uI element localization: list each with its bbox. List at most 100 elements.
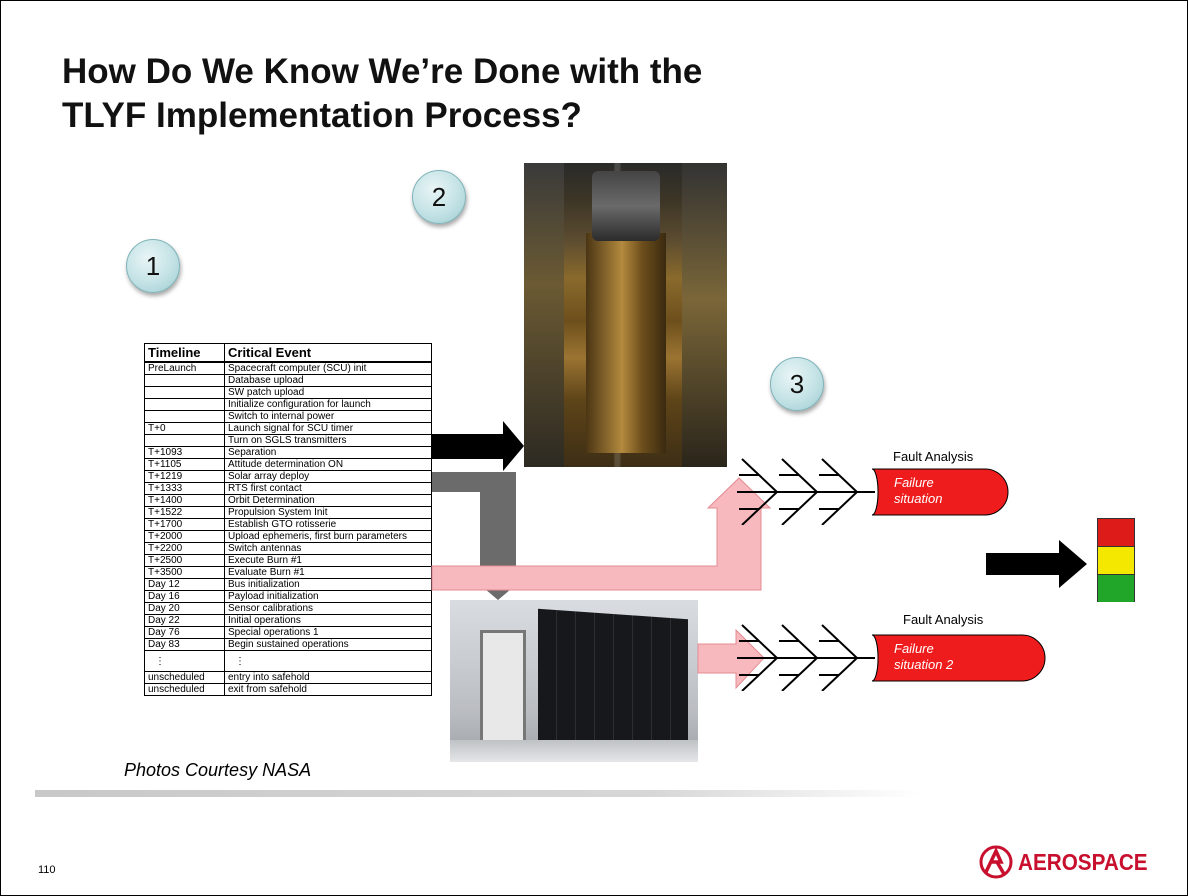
step-bubble-2: 2	[412, 170, 466, 224]
satellite-photo	[524, 163, 727, 467]
timeline-cell: unscheduled	[144, 671, 225, 684]
failure-situation-1-line-2: situation	[894, 491, 943, 506]
critical-event-cell: Sensor calibrations	[224, 602, 432, 615]
timeline-cell: T+2200	[144, 542, 225, 555]
black-arrow-to-traffic-light	[986, 540, 1087, 588]
critical-event-cell: entry into safehold	[224, 671, 432, 684]
traffic-light-indicator	[1097, 518, 1135, 602]
gray-arrow-to-solar-photo	[432, 472, 524, 600]
footer-divider	[35, 790, 920, 797]
column-header-critical-event: Critical Event	[224, 343, 432, 363]
timeline-cell: T+1522	[144, 506, 225, 519]
critical-event-cell: Database upload	[224, 374, 432, 387]
timeline-cell: Day 12	[144, 578, 225, 591]
step-number-1: 1	[145, 250, 161, 281]
timeline-cell: T+2000	[144, 530, 225, 543]
timeline-cell: T+0	[144, 422, 225, 435]
critical-event-cell: Turn on SGLS transmitters	[224, 434, 432, 447]
failure-situation-2-line-2: situation 2	[894, 657, 954, 672]
timeline-cell	[144, 386, 225, 399]
critical-event-cell: Begin sustained operations	[224, 638, 432, 651]
failure-situation-2: Failure situation 2	[894, 641, 953, 673]
timeline-cell: T+1333	[144, 482, 225, 495]
critical-event-cell: Evaluate Burn #1	[224, 566, 432, 579]
title-line-1: How Do We Know We’re Done with the	[62, 52, 703, 91]
critical-event-cell: Switch antennas	[224, 542, 432, 555]
critical-event-cell: Switch to internal power	[224, 410, 432, 423]
table-row: ⋮⋮	[144, 650, 432, 672]
timeline-cell: Day 16	[144, 590, 225, 603]
column-header-timeline: Timeline	[144, 343, 225, 363]
critical-event-cell: Propulsion System Init	[224, 506, 432, 519]
critical-event-cell: Execute Burn #1	[224, 554, 432, 567]
critical-event-cell: Initialize configuration for launch	[224, 398, 432, 411]
timeline-cell: T+1219	[144, 470, 225, 483]
timeline-cell: Day 83	[144, 638, 225, 651]
aerospace-logo-text: AEROSPACE	[1018, 848, 1148, 875]
fault-analysis-label-1: Fault Analysis	[893, 449, 974, 464]
traffic-light-red	[1098, 519, 1134, 547]
timeline-cell: T+1700	[144, 518, 225, 531]
table-header-row: Timeline Critical Event	[144, 343, 432, 363]
table-row: SW patch upload	[144, 386, 432, 399]
black-arrow-to-photo	[432, 421, 524, 471]
critical-event-cell: Initial operations	[224, 614, 432, 627]
critical-event-cell: Bus initialization	[224, 578, 432, 591]
critical-event-cell: SW patch upload	[224, 386, 432, 399]
timeline-cell: T+1400	[144, 494, 225, 507]
timeline-cell: Day 22	[144, 614, 225, 627]
table-row: Initialize configuration for launch	[144, 398, 432, 411]
traffic-light-yellow	[1098, 547, 1134, 575]
timeline-cell	[144, 434, 225, 447]
failure-situation-1-line-1: Failure	[894, 475, 934, 490]
fishbone-diagram-2	[737, 624, 1046, 691]
page-number: 110	[38, 864, 56, 876]
critical-event-cell: Upload ephemeris, first burn parameters	[224, 530, 432, 543]
fishbone-diagram-1	[737, 458, 1009, 525]
critical-event-cell: RTS first contact	[224, 482, 432, 495]
timeline-cell	[144, 374, 225, 387]
pink-arrow-to-fault-analysis-1	[431, 477, 772, 591]
table-row: Turn on SGLS transmitters	[144, 434, 432, 447]
slide-title: How Do We Know We’re Done with the TLYF …	[62, 50, 962, 138]
fault-analysis-label-2: Fault Analysis	[903, 612, 984, 627]
timeline-cell: T+3500	[144, 566, 225, 579]
critical-event-cell: Solar array deploy	[224, 470, 432, 483]
step-bubble-1: 1	[126, 239, 180, 293]
timeline-cell: T+1105	[144, 458, 225, 471]
critical-event-cell: Orbit Determination	[224, 494, 432, 507]
critical-event-cell: Payload initialization	[224, 590, 432, 603]
critical-event-cell: ⋮	[224, 650, 432, 672]
critical-event-cell: Special operations 1	[224, 626, 432, 639]
timeline-cell: PreLaunch	[144, 361, 225, 375]
timeline-cell: T+2500	[144, 554, 225, 567]
timeline-cell: ⋮	[144, 650, 225, 672]
critical-event-cell: Launch signal for SCU timer	[224, 422, 432, 435]
timeline-cell	[144, 410, 225, 423]
step-number-3: 3	[789, 368, 805, 399]
critical-event-cell: Separation	[224, 446, 432, 459]
timeline-cell: unscheduled	[144, 683, 225, 696]
failure-situation-1: Failure situation	[894, 475, 942, 507]
aerospace-logo-icon	[979, 845, 1013, 879]
critical-event-cell: Attitude determination ON	[224, 458, 432, 471]
timeline-cell: Day 20	[144, 602, 225, 615]
failure-situation-2-line-1: Failure	[894, 641, 934, 656]
critical-event-cell: Spacecraft computer (SCU) init	[224, 361, 432, 375]
